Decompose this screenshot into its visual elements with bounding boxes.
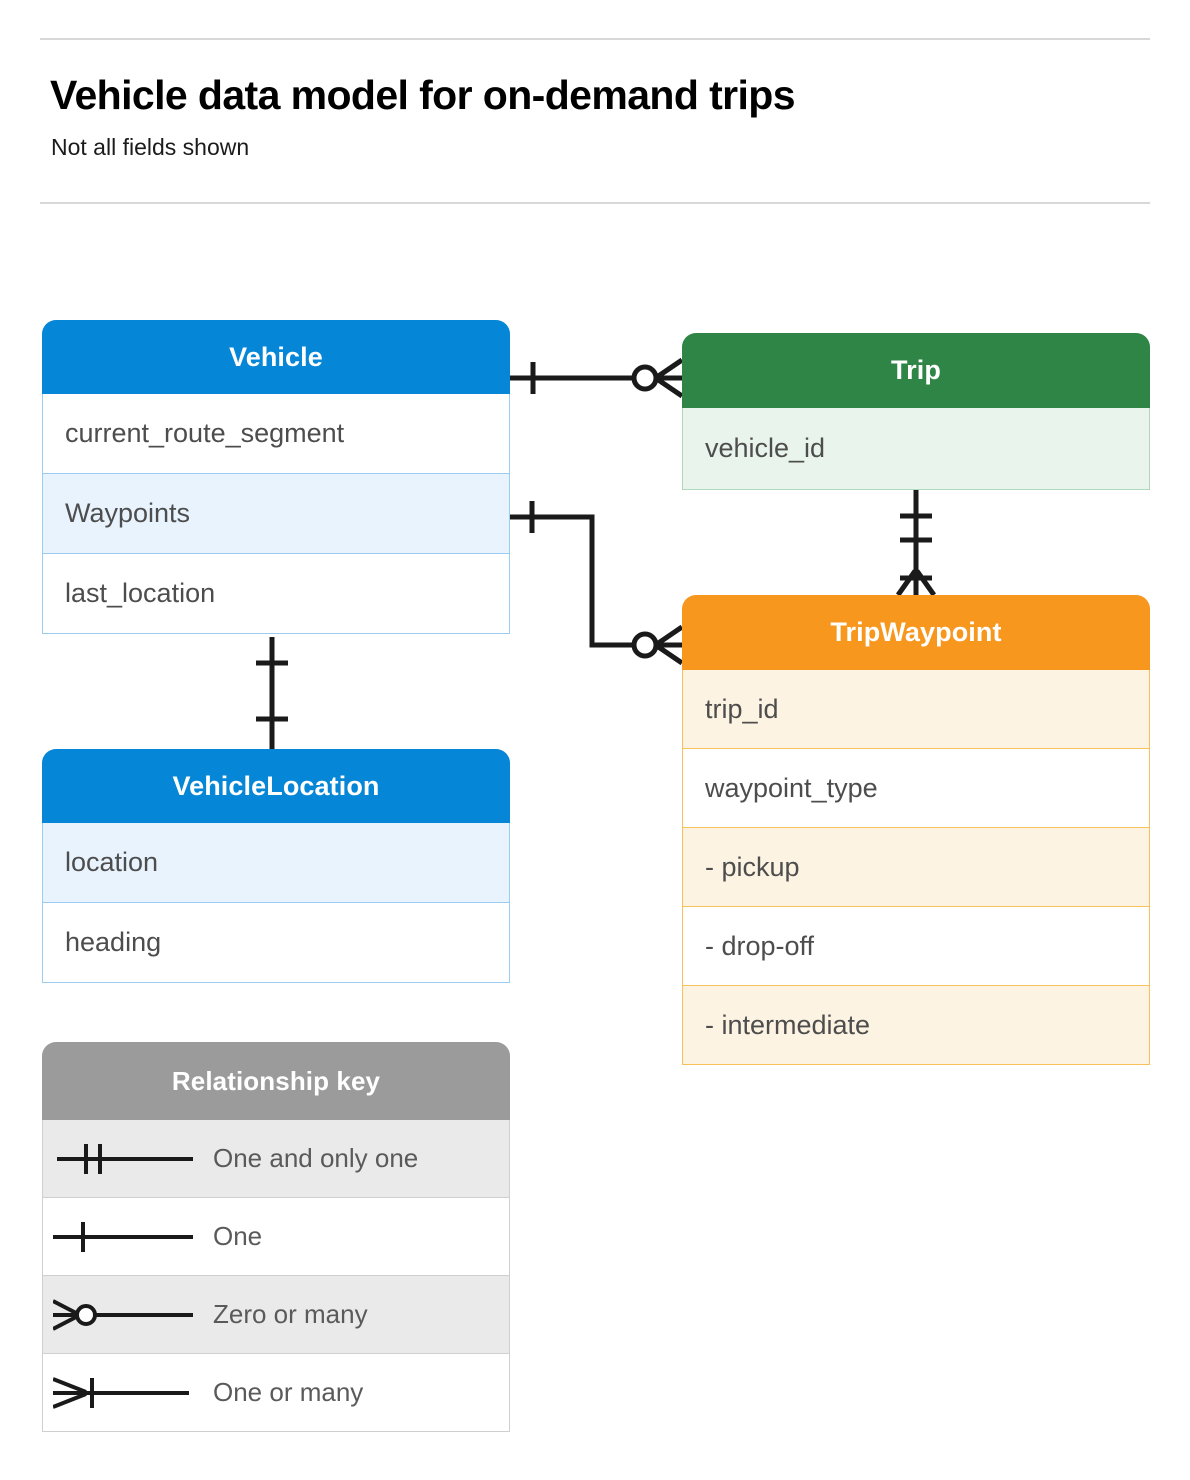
entity-trip-waypoint-value-intermediate[interactable]: - intermediate [682,986,1150,1065]
legend-row-one-or-many: One or many [42,1354,510,1432]
entity-vehicle-location-field-heading[interactable]: heading [42,903,510,983]
entity-vehicle[interactable]: Vehicle current_route_segment Waypoints … [42,320,510,634]
entity-vehicle-field-current-route-segment[interactable]: current_route_segment [42,394,510,474]
entity-trip-title: Trip [682,333,1150,408]
entity-trip-waypoint-title: TripWaypoint [682,595,1150,670]
entity-vehicle-field-waypoints[interactable]: Waypoints [42,474,510,554]
relationship-key-title: Relationship key [42,1042,510,1120]
page-subtitle: Not all fields shown [51,134,250,160]
legend-row-zero-or-many: Zero or many [42,1276,510,1354]
legend-row-one: One [42,1198,510,1276]
entity-trip[interactable]: Trip vehicle_id [682,333,1150,490]
legend-label-zero-or-many: Zero or many [213,1299,368,1329]
entity-vehicle-location-field-location[interactable]: location [42,823,510,903]
header-divider-bottom [40,202,1150,204]
page-title: Vehicle data model for on-demand trips [50,72,796,118]
relationship-key-legend: Relationship key One and only one One [42,1042,510,1432]
entity-trip-field-vehicle-id[interactable]: vehicle_id [682,408,1150,490]
one-and-only-one-icon [43,1137,213,1181]
relationship-waypoints-tripwaypoint [510,501,684,666]
entity-vehicle-title: Vehicle [42,320,510,394]
relationship-trip-tripwaypoint [895,490,937,597]
entity-trip-waypoint[interactable]: TripWaypoint trip_id waypoint_type - pic… [682,595,1150,1065]
header-divider-top [40,38,1150,40]
entity-trip-waypoint-value-pickup[interactable]: - pickup [682,828,1150,907]
entity-trip-waypoint-field-waypoint-type[interactable]: waypoint_type [682,749,1150,828]
legend-label-one: One [213,1221,263,1251]
legend-label-one-or-many: One or many [213,1377,364,1407]
legend-label-one-and-only-one: One and only one [213,1143,419,1173]
entity-trip-waypoint-value-drop-off[interactable]: - drop-off [682,907,1150,986]
one-icon [43,1215,213,1259]
entity-vehicle-location[interactable]: VehicleLocation location heading [42,749,510,983]
relationship-vehicle-trip [510,357,684,399]
relationship-vehicle-vehiclelocation [256,637,288,749]
one-or-many-icon [43,1371,213,1415]
zero-or-many-icon [43,1293,213,1337]
legend-row-one-and-only-one: One and only one [42,1120,510,1198]
entity-trip-waypoint-field-trip-id[interactable]: trip_id [682,670,1150,749]
entity-vehicle-location-title: VehicleLocation [42,749,510,823]
entity-vehicle-field-last-location[interactable]: last_location [42,554,510,634]
